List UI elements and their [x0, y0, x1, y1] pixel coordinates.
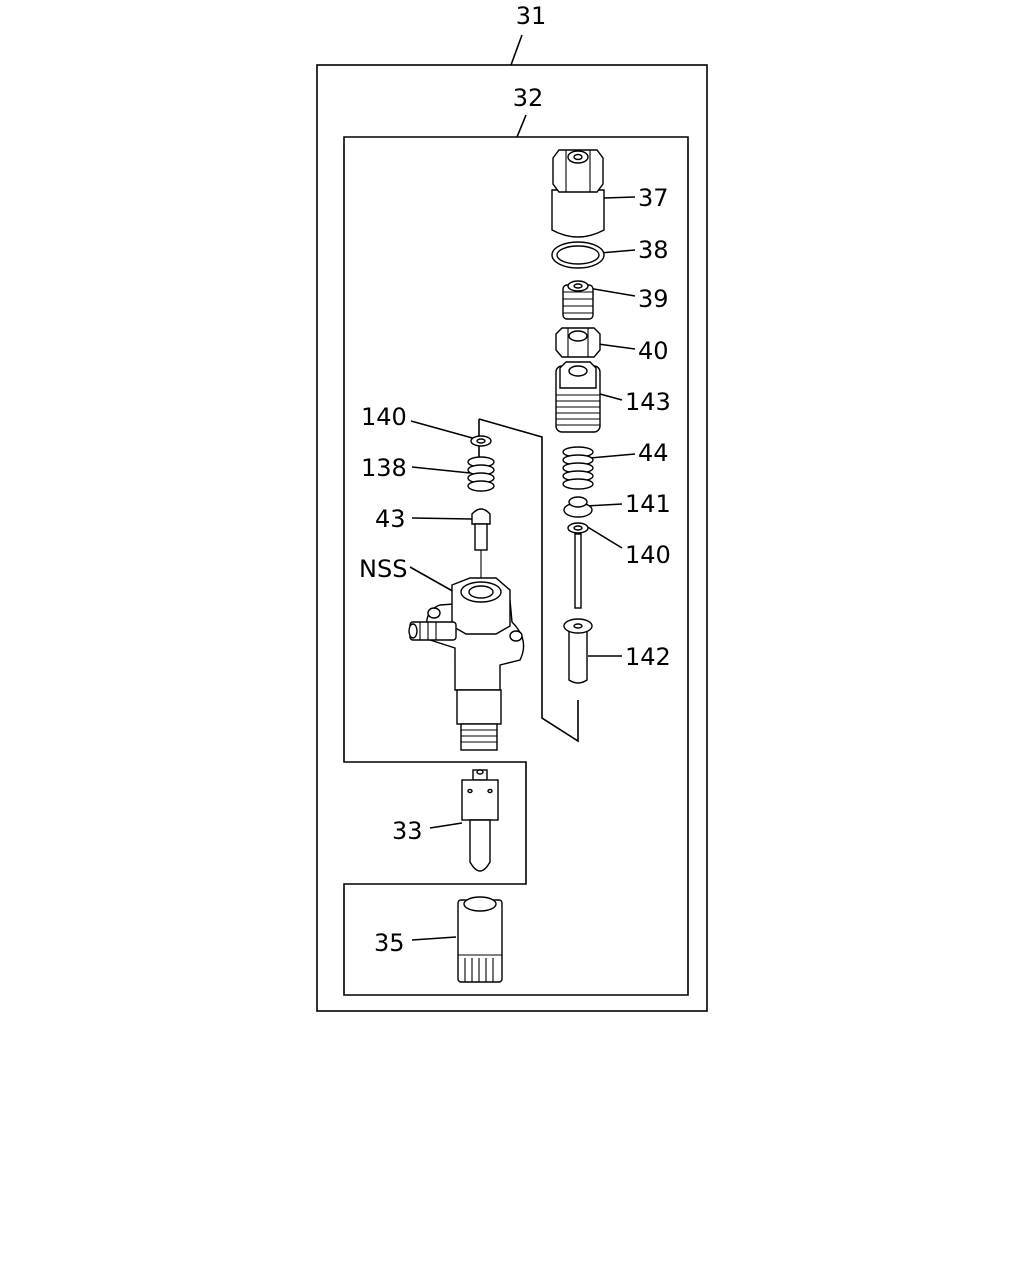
group-bracket — [478, 418, 579, 743]
part-38-gasket — [551, 241, 605, 269]
callout-138: 138 — [361, 454, 407, 482]
callout-142: 142 — [625, 643, 671, 671]
callout-38: 38 — [638, 236, 669, 264]
callout-141: 141 — [625, 490, 671, 518]
part-nss-injector-holder — [408, 577, 525, 751]
callout-nss: NSS — [359, 555, 407, 583]
callout-44: 44 — [638, 439, 669, 467]
assembly-31-outline — [316, 64, 708, 1012]
callout-140-right: 140 — [625, 541, 671, 569]
callout-43: 43 — [375, 505, 406, 533]
part-33-nozzle — [461, 769, 499, 872]
assembly-32-outline — [343, 136, 689, 996]
leader-lines — [409, 34, 636, 941]
part-44-spring — [562, 446, 594, 490]
callout-37: 37 — [638, 184, 669, 212]
callout-33: 33 — [392, 817, 423, 845]
part-140-left-washer — [470, 435, 492, 447]
callout-143: 143 — [625, 388, 671, 416]
part-141-spring-seat — [563, 496, 593, 518]
part-140-right-washer — [567, 522, 589, 609]
callout-39: 39 — [638, 285, 669, 313]
part-43-needle-valve — [471, 508, 491, 590]
callout-32: 32 — [513, 84, 544, 112]
part-142-sleeve — [563, 618, 593, 684]
part-40-lock-nut — [555, 327, 601, 358]
part-37-cap-nut — [551, 149, 605, 238]
callout-31: 31 — [516, 2, 547, 30]
callout-40: 40 — [638, 337, 669, 365]
callout-35: 35 — [374, 929, 405, 957]
part-138-spring — [467, 456, 495, 492]
callout-140-left: 140 — [361, 403, 407, 431]
part-35-nozzle-nut — [457, 896, 503, 983]
part-39-adjusting-screw — [562, 280, 594, 320]
part-143-retaining-nut — [555, 361, 601, 433]
